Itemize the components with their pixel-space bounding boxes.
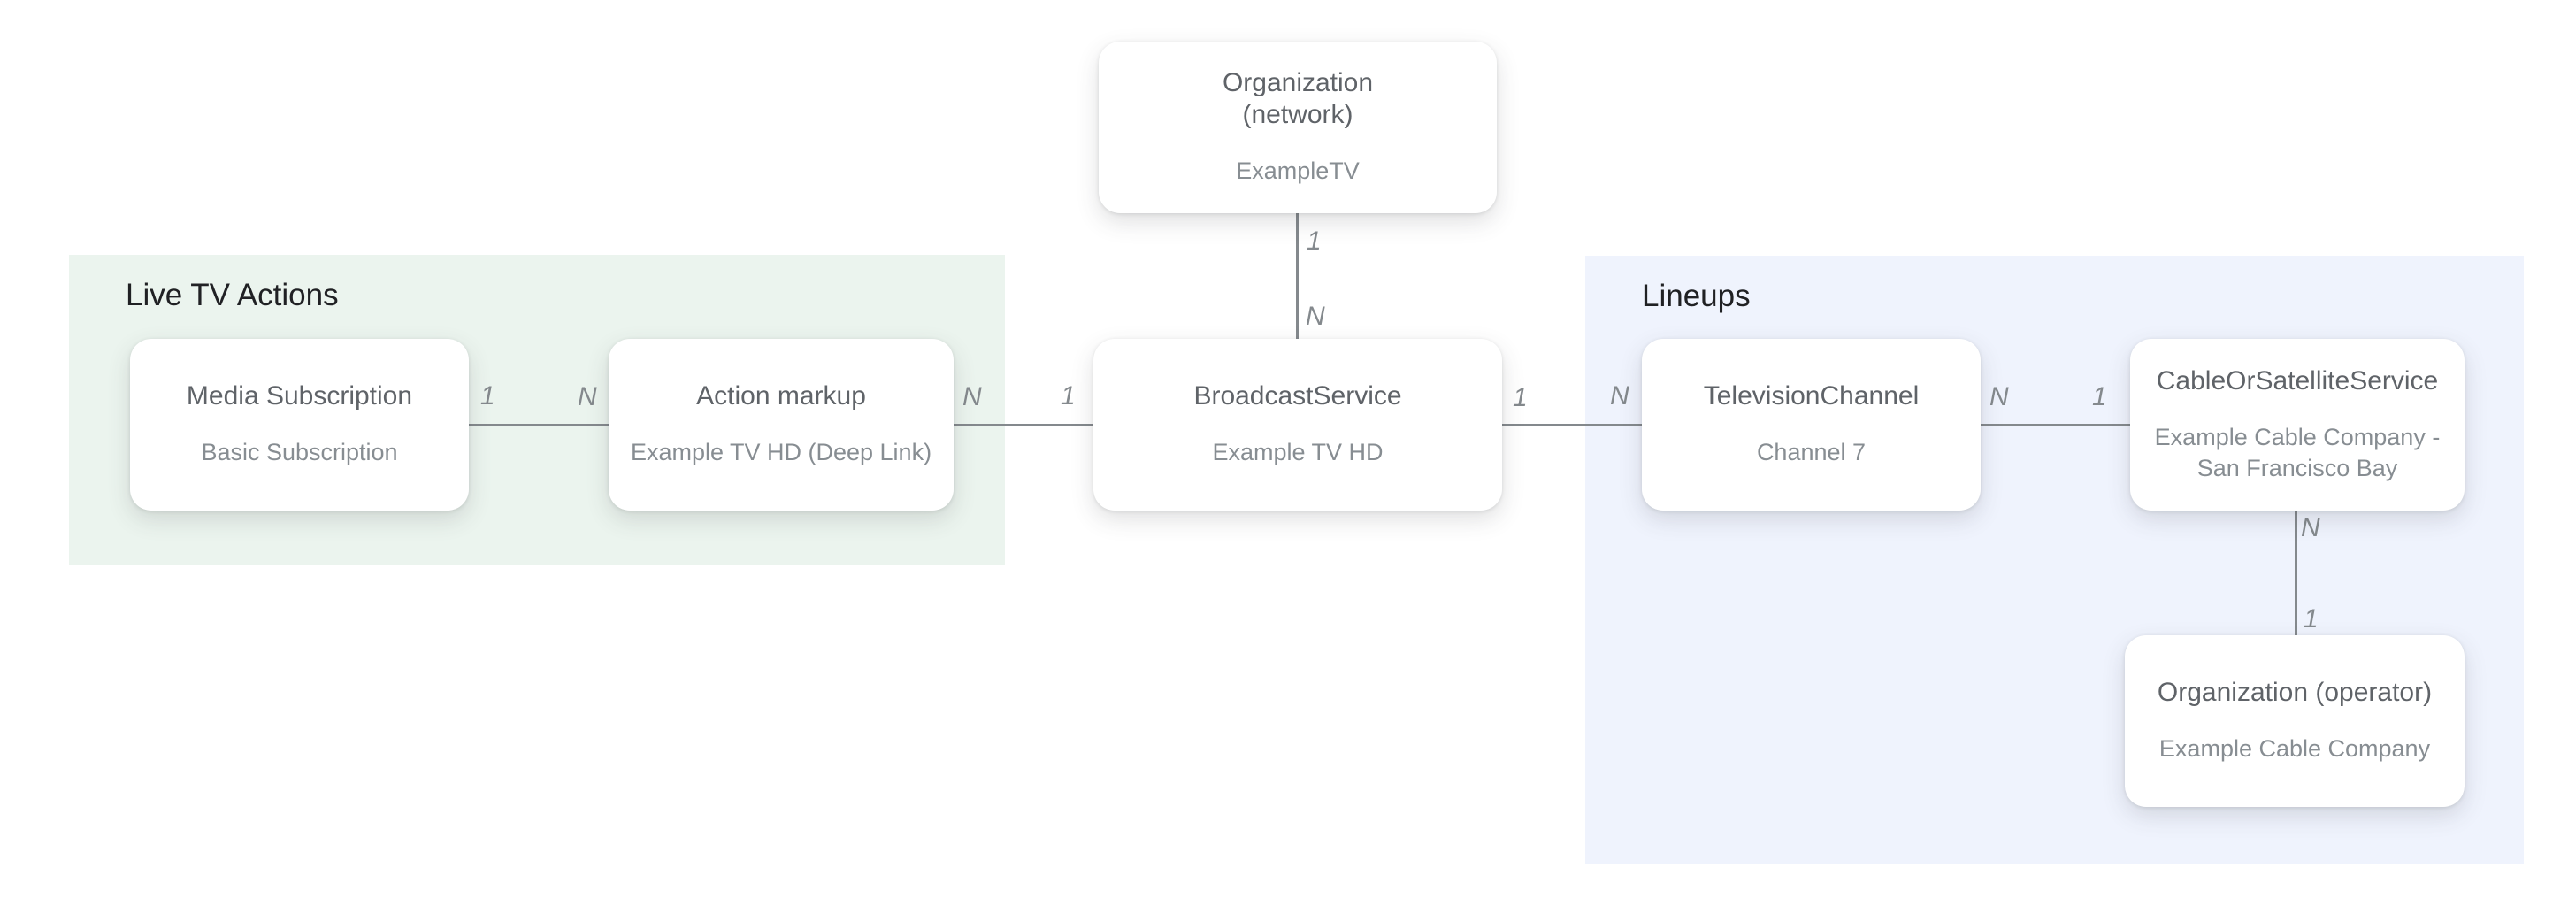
entity-organization-network-subtitle: ExampleTV bbox=[1236, 157, 1360, 185]
cardinality-broadcast-to-channel-1: 1 bbox=[1513, 383, 1528, 412]
connector-cable-to-operator bbox=[2295, 511, 2297, 635]
entity-broadcast-service-title: BroadcastService bbox=[1193, 381, 1402, 411]
connector-channel-to-cable bbox=[1981, 424, 2130, 426]
cardinality-action-to-broadcast-1: 1 bbox=[1061, 381, 1076, 411]
connector-subscription-to-action bbox=[469, 424, 609, 426]
entity-organization-network-title: Organization (network) bbox=[1222, 68, 1374, 130]
entity-cable-or-satellite-service-title: CableOrSatelliteService bbox=[2156, 365, 2439, 395]
cardinality-channel-to-cable-1: 1 bbox=[2092, 382, 2107, 411]
entity-organization-network: Organization (network) ExampleTV bbox=[1099, 42, 1497, 213]
cardinality-cable-to-operator-n: N bbox=[2301, 513, 2320, 542]
entity-broadcast-service: BroadcastService Example TV HD bbox=[1093, 339, 1502, 511]
entity-broadcast-service-subtitle: Example TV HD bbox=[1212, 439, 1384, 466]
entity-action-markup-title: Action markup bbox=[696, 381, 866, 411]
entity-action-markup: Action markup Example TV HD (Deep Link) bbox=[609, 339, 954, 511]
entity-organization-operator-subtitle: Example Cable Company bbox=[2158, 735, 2431, 763]
cardinality-network-to-broadcast-n: N bbox=[1306, 302, 1325, 331]
entity-media-subscription-title: Media Subscription bbox=[186, 381, 413, 411]
entity-television-channel: TelevisionChannel Channel 7 bbox=[1642, 339, 1981, 511]
connector-broadcast-to-channel bbox=[1502, 424, 1642, 426]
cardinality-subscription-to-action-n: N bbox=[578, 382, 597, 411]
entity-media-subscription-subtitle: Basic Subscription bbox=[201, 439, 398, 466]
entity-action-markup-subtitle: Example TV HD (Deep Link) bbox=[630, 439, 932, 466]
connector-action-to-broadcast bbox=[954, 424, 1093, 426]
cardinality-channel-to-cable-n: N bbox=[1990, 382, 2009, 411]
entity-television-channel-title: TelevisionChannel bbox=[1703, 381, 1920, 411]
entity-television-channel-subtitle: Channel 7 bbox=[1756, 439, 1867, 466]
cardinality-network-to-broadcast-1: 1 bbox=[1307, 226, 1322, 256]
entity-media-subscription: Media Subscription Basic Subscription bbox=[130, 339, 469, 511]
region-lineups-label: Lineups bbox=[1642, 279, 1751, 313]
cardinality-subscription-to-action-1: 1 bbox=[480, 381, 495, 411]
entity-organization-operator-title: Organization (operator) bbox=[2157, 678, 2433, 708]
entity-cable-or-satellite-service: CableOrSatelliteService Example Cable Co… bbox=[2130, 339, 2465, 511]
region-live-tv-actions-label: Live TV Actions bbox=[126, 278, 339, 312]
cardinality-cable-to-operator-1: 1 bbox=[2304, 604, 2319, 633]
cardinality-broadcast-to-channel-n: N bbox=[1610, 381, 1629, 411]
entity-cable-or-satellite-service-subtitle: Example Cable Company - San Francisco Ba… bbox=[2154, 423, 2441, 481]
connector-network-to-broadcast bbox=[1296, 213, 1299, 339]
cardinality-action-to-broadcast-n: N bbox=[962, 382, 982, 411]
entity-organization-operator: Organization (operator) Example Cable Co… bbox=[2125, 635, 2465, 807]
